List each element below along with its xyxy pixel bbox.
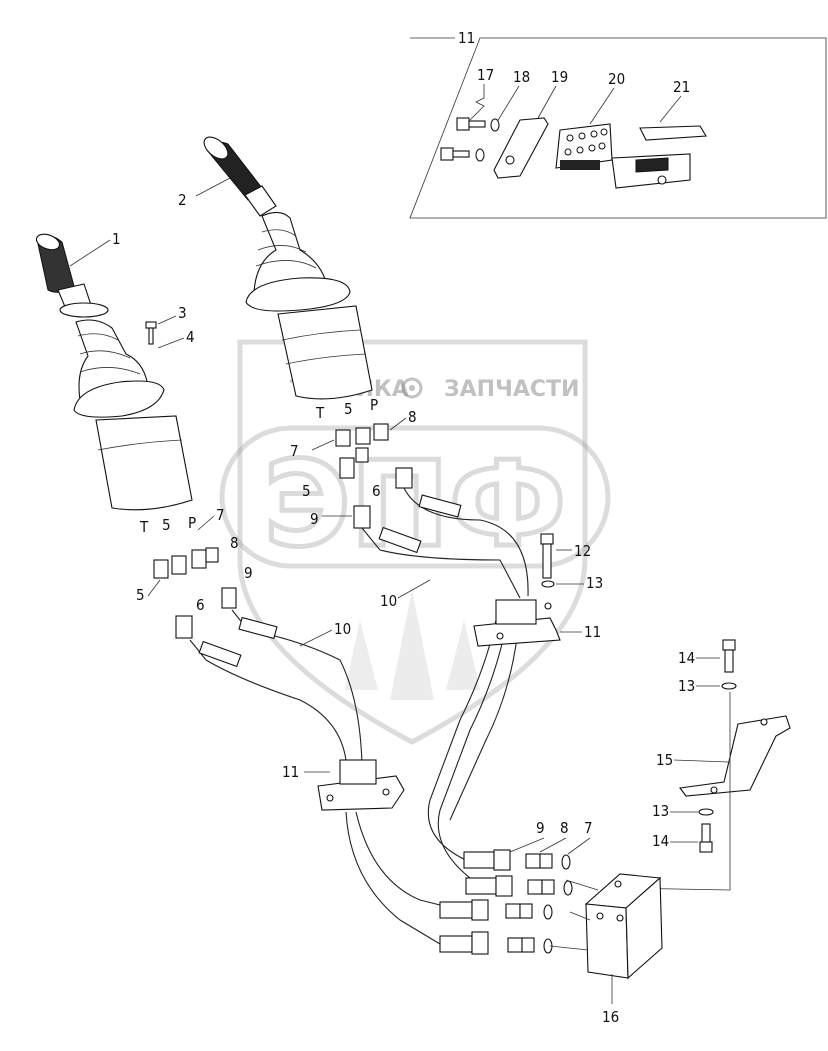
inset-title: 11 — [458, 29, 475, 47]
fittings-left-cluster — [153, 547, 237, 639]
hoses-left — [189, 609, 461, 945]
callout-15: 15 — [656, 751, 673, 769]
callout-2: 2 — [178, 191, 187, 209]
joystick-left: T 5 P — [35, 233, 237, 639]
inset-box: 11 17 18 19 20 21 — [409, 29, 827, 219]
inset-label-19: 19 — [551, 68, 568, 86]
callout-9-right: 9 — [310, 510, 319, 528]
inset-washer-18 — [475, 118, 500, 162]
callout-13-low: 13 — [652, 802, 669, 820]
callout-11-right: 11 — [584, 623, 601, 641]
callout-14-top: 14 — [678, 649, 695, 667]
port-left-T: T — [139, 518, 149, 536]
callout-7-block: 7 — [584, 819, 593, 837]
inset-label-20: 20 — [608, 70, 625, 88]
watermark-right-word: ЗАПЧАСТИ — [444, 377, 579, 402]
callout-14-low: 14 — [652, 832, 669, 850]
port-left-P: P — [188, 514, 196, 532]
callout-1: 1 — [112, 230, 121, 248]
callout-16: 16 — [602, 1008, 619, 1026]
inset-bolt-17 — [440, 117, 486, 161]
callout-5-right: 5 — [302, 482, 311, 500]
callout-11-left: 11 — [282, 763, 299, 781]
inset-label-17: 17 — [477, 66, 494, 84]
bolt-14-top — [722, 639, 736, 673]
callout-8-left: 8 — [230, 534, 239, 552]
port-right-5: 5 — [344, 400, 353, 418]
inset-label-18: 18 — [513, 68, 530, 86]
inset-housing-21 — [611, 125, 707, 189]
inset-connector-20 — [555, 123, 613, 170]
callout-13-top: 13 — [586, 574, 603, 592]
callout-9-block: 9 — [536, 819, 545, 837]
washer-13-mid — [721, 682, 737, 690]
inset-plate-19 — [493, 117, 549, 179]
bracket-right-11 — [473, 599, 561, 647]
callout-6-right: 6 — [372, 482, 381, 500]
port-right-T: T — [315, 404, 325, 422]
callout-6-left: 6 — [196, 596, 205, 614]
callout-9-left: 9 — [244, 564, 253, 582]
hose-ends-block — [439, 849, 573, 955]
inset-label-21: 21 — [673, 78, 690, 96]
gear-icon — [401, 377, 423, 399]
bracket-left-11 — [317, 759, 405, 811]
valve-block-16 — [584, 873, 663, 980]
callout-12: 12 — [574, 542, 591, 560]
callout-7-right: 7 — [290, 442, 299, 460]
bracket-15 — [678, 715, 791, 797]
callout-5-left: 5 — [136, 586, 145, 604]
callout-7-left: 7 — [216, 506, 225, 524]
callout-8-block: 8 — [560, 819, 569, 837]
washer-13-low — [698, 808, 714, 816]
callout-4: 4 — [186, 328, 195, 346]
callout-10-left: 10 — [334, 620, 351, 638]
port-right-P: P — [370, 396, 378, 414]
fittings-right-cluster — [335, 423, 413, 529]
callout-8-right: 8 — [408, 408, 417, 426]
bolt-12 — [540, 533, 555, 588]
callout-13-mid: 13 — [678, 677, 695, 695]
joystick-right: T 5 P — [203, 136, 413, 529]
watermark-wheat — [345, 590, 480, 700]
callout-10-right: 10 — [380, 592, 397, 610]
callout-3: 3 — [178, 304, 187, 322]
port-left-5: 5 — [162, 516, 171, 534]
bolt-14-low — [699, 823, 713, 853]
